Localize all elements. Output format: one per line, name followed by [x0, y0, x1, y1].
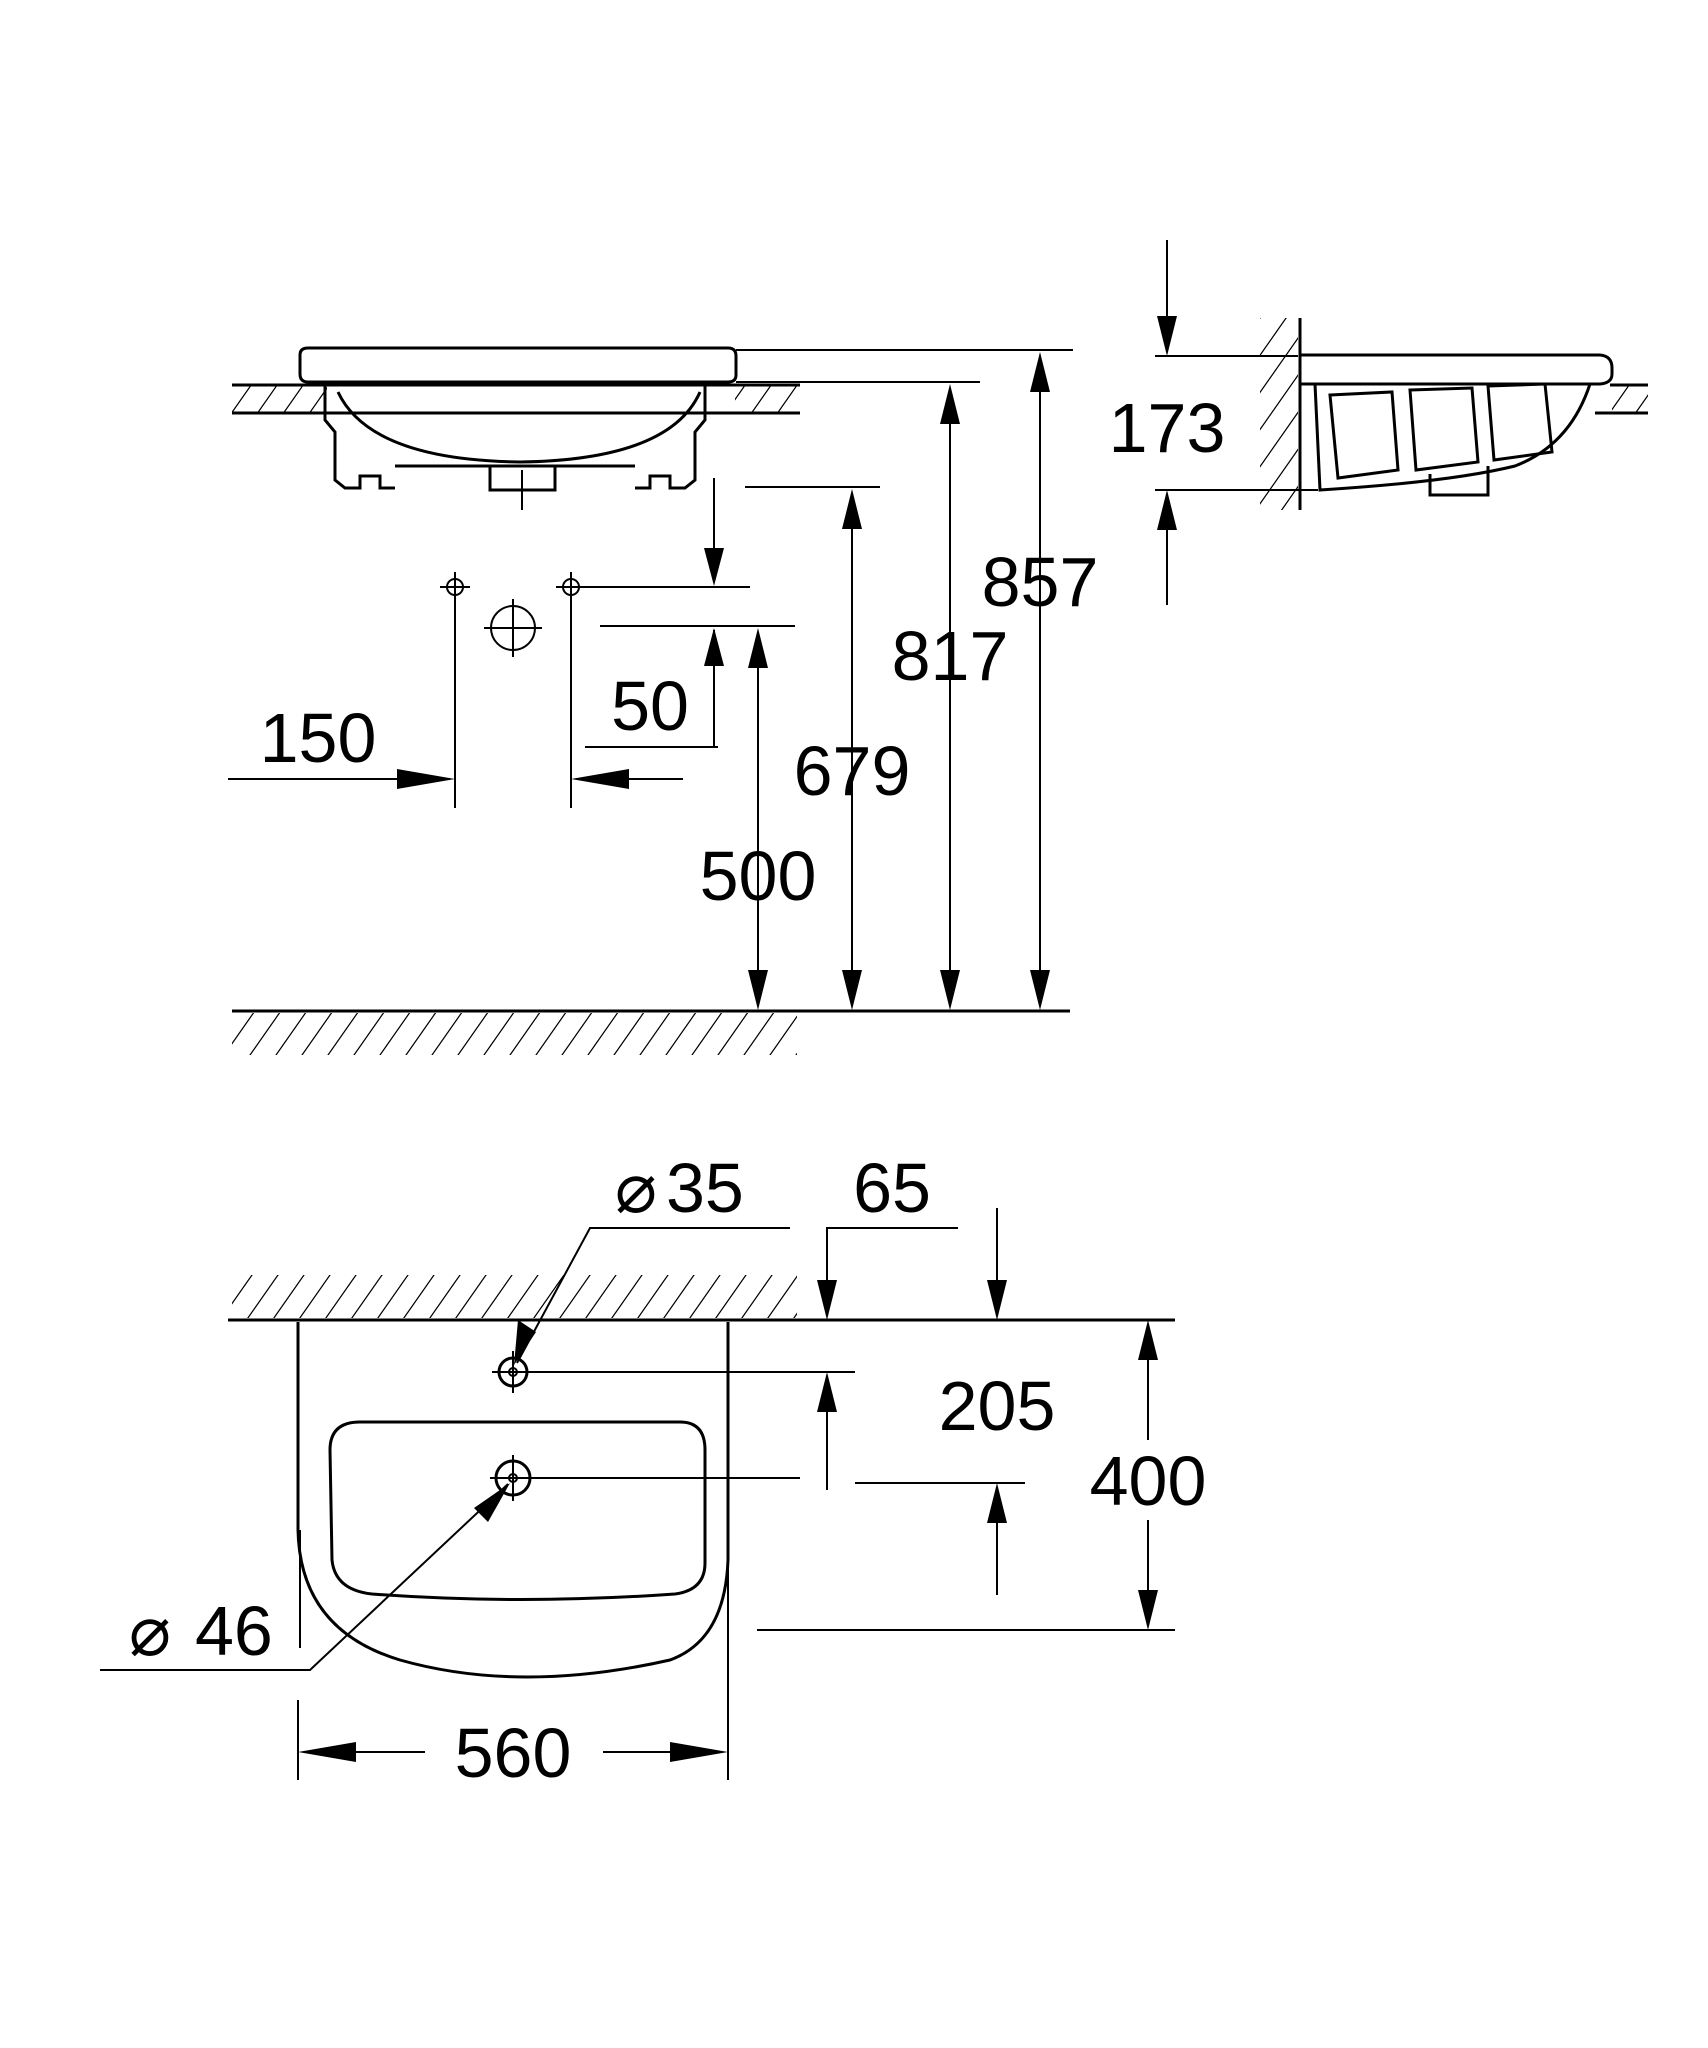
dim-817-label: 817	[892, 617, 1009, 695]
sink-side-outline	[1300, 353, 1614, 497]
dim-817: 817	[892, 384, 1009, 1010]
wall-hatch	[1260, 318, 1302, 510]
dim-65: 65	[817, 1149, 1007, 1320]
dim-50: 50	[611, 478, 724, 746]
supply-valve-left	[440, 572, 470, 808]
dim-560-label: 560	[455, 1714, 572, 1792]
drain-outlet-marker	[484, 599, 542, 657]
dim-65-label: 65	[853, 1149, 931, 1227]
dim-857: 857	[982, 352, 1099, 1010]
dim-679: 679	[794, 489, 911, 1010]
dim-205: 205	[817, 1367, 1055, 1595]
side-countertop	[1595, 383, 1648, 415]
countertop-hatch	[232, 383, 800, 415]
dim-173-label: 173	[1109, 389, 1226, 467]
dim-35-label: 35	[666, 1149, 744, 1227]
dim-dia46: ⌀ 46	[100, 1483, 510, 1671]
supply-valve-right	[556, 572, 586, 808]
sink-top-outline	[296, 1322, 730, 1679]
dim-857-label: 857	[982, 543, 1099, 621]
dim-46-label: 46	[195, 1592, 273, 1670]
dim-400: 400	[1080, 1320, 1216, 1630]
dim-205-label: 205	[939, 1367, 1056, 1445]
dim-500-label: 500	[700, 837, 817, 915]
dim-150-label: 150	[260, 699, 377, 777]
top-view: ⌀ 35 65 205 400	[100, 1149, 1216, 1792]
dim-679-label: 679	[794, 732, 911, 810]
side-view: 173	[1109, 240, 1648, 605]
front-view: 857 817 679 500 50	[228, 346, 1099, 1055]
dim-dia35: ⌀ 35	[514, 1149, 790, 1365]
floor-hatch	[232, 1009, 1070, 1055]
diameter-symbol-35: ⌀	[615, 1149, 657, 1227]
dim-173: 173	[1109, 240, 1226, 605]
back-wall-hatch	[228, 1275, 1175, 1322]
dim-50-label: 50	[611, 667, 689, 745]
dim-560: 560	[298, 1714, 728, 1792]
diameter-symbol-46: ⌀	[129, 1592, 171, 1670]
dim-400-label: 400	[1090, 1442, 1207, 1520]
dim-500: 500	[700, 628, 817, 1010]
sink-front-outline	[298, 346, 738, 510]
dim-150: 150	[228, 699, 683, 789]
